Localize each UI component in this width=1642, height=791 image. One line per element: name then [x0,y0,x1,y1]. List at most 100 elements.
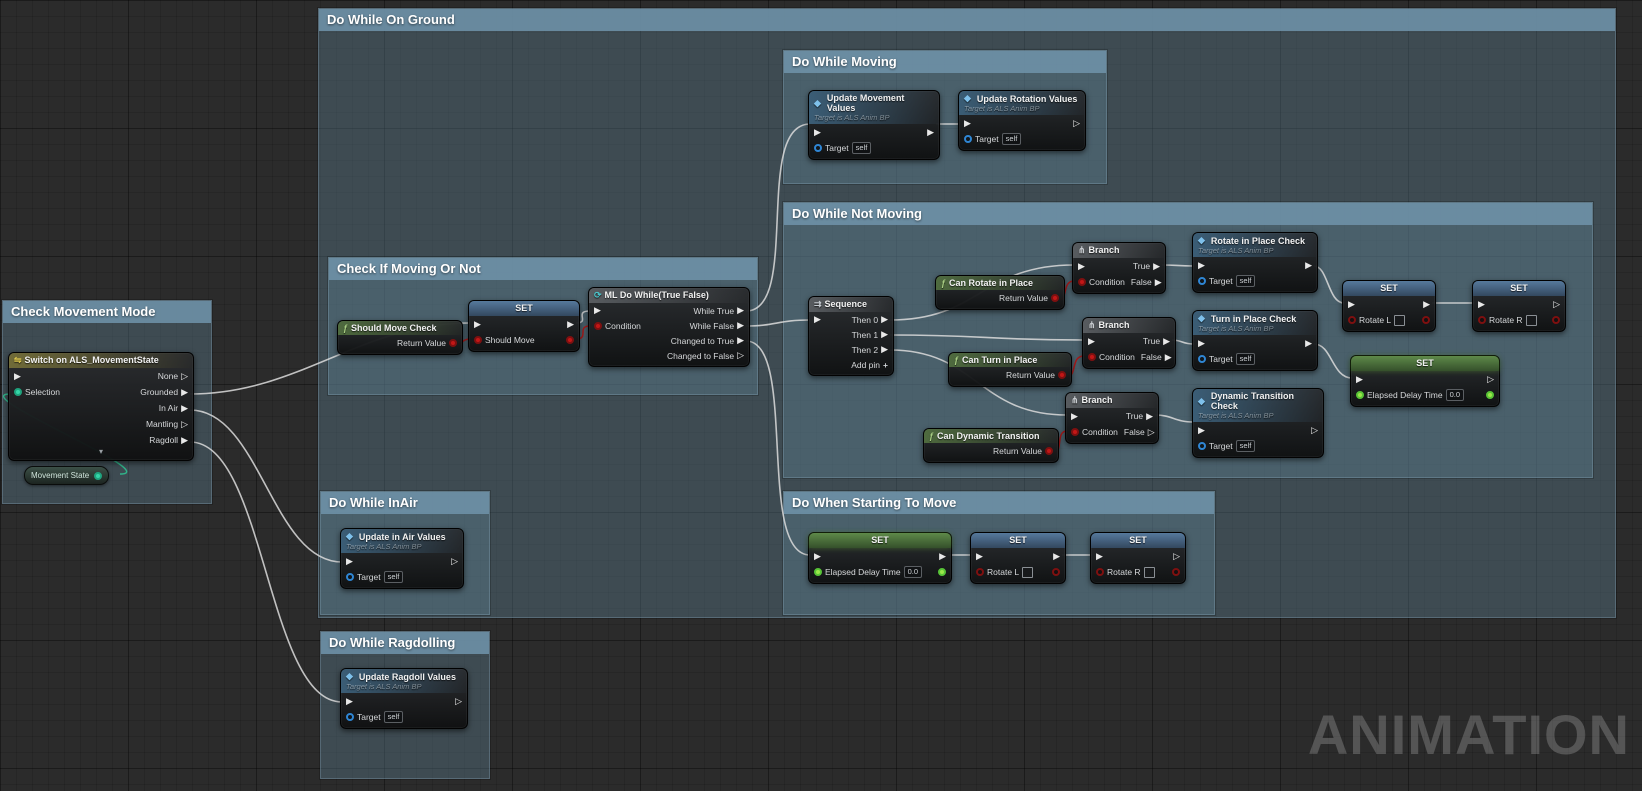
node-set-rotate-l-top[interactable]: SET ▶▶ Rotate L [1342,280,1436,332]
comment-title[interactable]: Check If Moving Or Not [329,258,757,280]
node-ml-do-while[interactable]: ⟳ML Do While(True False) ▶While True▶ Co… [588,287,750,367]
float-out-pin[interactable] [1486,391,1494,399]
while-true-pin[interactable]: ▶ [737,305,744,315]
true-pin[interactable]: ▶ [1153,260,1160,271]
bool-out-pin[interactable] [1552,316,1560,324]
target-pin[interactable] [1198,355,1206,363]
target-pin[interactable] [346,713,354,721]
exec-in-pin[interactable]: ▶ [814,126,821,137]
exec-in-pin[interactable]: ▶ [814,550,821,561]
condition-pin[interactable] [594,321,602,330]
true-pin[interactable]: ▶ [1146,410,1153,421]
comment-title[interactable]: Do While Not Moving [784,203,1592,225]
bool-out-pin[interactable] [566,336,574,344]
comment-title[interactable]: Do While Moving [784,51,1106,73]
false-pin[interactable]: ▷ [1147,426,1155,437]
float-value-box[interactable]: 0.0 [903,566,923,578]
target-value-box[interactable]: self [1235,353,1256,365]
condition-pin[interactable] [1078,278,1086,286]
exec-in-pin[interactable]: ▶ [1348,298,1355,309]
node-sequence[interactable]: ⇉Sequence ▶Then 0▶ Then 1▶ Then 2▶ Add p… [808,296,894,376]
target-pin[interactable] [1198,442,1206,450]
selection-pin[interactable] [14,388,22,396]
exec-out-pin[interactable]: ▶ [1053,550,1060,561]
comment-title[interactable]: Do While On Ground [319,9,1615,31]
exec-out-pin[interactable]: ▶ [939,550,946,561]
exec-in-pin[interactable]: ▶ [976,550,983,561]
exec-out-pin[interactable]: ▷ [1487,373,1494,384]
target-value-box[interactable]: self [851,142,872,154]
exec-out-pin[interactable]: ▶ [1423,298,1430,309]
node-set-should-move[interactable]: SET ▶▶ Should Move [468,300,580,352]
false-pin[interactable]: ▶ [1164,351,1172,362]
bool-in-pin[interactable] [1478,316,1486,324]
while-false-pin[interactable]: ▶ [737,320,744,330]
exec-in-pin[interactable]: ▶ [14,370,21,381]
bool-in-pin[interactable] [474,336,482,344]
add-pin-icon[interactable]: + [883,359,888,370]
checkbox[interactable] [1394,314,1406,326]
target-pin[interactable] [1198,277,1206,285]
exec-out-pin[interactable]: ▷ [451,555,458,566]
bool-in-pin[interactable] [1096,568,1104,576]
condition-pin[interactable] [1071,428,1079,436]
comment-title[interactable]: Do While Ragdolling [321,632,489,654]
node-movement-state-variable[interactable]: Movement State [24,466,110,485]
exec-in-pin[interactable]: ▶ [1078,260,1085,271]
then-2-pin[interactable]: ▶ [881,344,888,354]
node-switch-on-als-movementstate[interactable]: ⇋Switch on ALS_MovementState ▶None▷ Sele… [8,352,194,461]
node-set-rotate-r-top[interactable]: SET ▶▷ Rotate R [1472,280,1566,332]
exec-out-pin-none[interactable]: ▷ [181,370,188,381]
bool-in-pin[interactable] [1348,316,1356,324]
return-value-pin[interactable] [449,339,457,347]
true-pin[interactable]: ▶ [1163,335,1170,346]
target-value-box[interactable]: self [1235,440,1256,452]
changed-to-false-pin[interactable]: ▷ [737,350,744,360]
return-value-pin[interactable] [1045,447,1053,455]
checkbox[interactable] [1143,566,1155,578]
float-in-pin[interactable] [814,568,822,576]
exec-in-pin[interactable]: ▶ [1071,410,1078,421]
comment-title[interactable]: Do While InAir [321,492,489,514]
exec-in-pin[interactable]: ▶ [1478,298,1485,309]
exec-out-pin[interactable]: ▶ [927,126,934,137]
bool-out-pin[interactable] [1422,316,1430,324]
exec-out-pin-ragdoll[interactable]: ▶ [181,434,188,445]
exec-out-pin[interactable]: ▷ [455,695,462,706]
checkbox[interactable] [1525,314,1537,326]
exec-in-pin[interactable]: ▶ [1088,335,1095,346]
bool-out-pin[interactable] [1052,568,1060,576]
comment-title[interactable]: Do When Starting To Move [784,492,1214,514]
then-1-pin[interactable]: ▶ [881,329,888,339]
node-set-rotate-r-start[interactable]: SET ▶▷ Rotate R [1090,532,1186,584]
comment-title[interactable]: Check Movement Mode [3,301,211,323]
target-pin[interactable] [964,135,972,143]
return-value-pin[interactable] [1051,294,1059,302]
chevron-down-icon[interactable]: ▾ [98,447,103,456]
bool-out-pin[interactable] [1172,568,1180,576]
return-value-pin[interactable] [1058,371,1066,379]
exec-out-pin-in-air[interactable]: ▶ [181,402,188,413]
exec-in-pin[interactable]: ▶ [1198,259,1205,270]
exec-in-pin[interactable]: ▶ [1198,337,1205,348]
exec-in-pin[interactable]: ▶ [474,318,481,329]
float-out-pin[interactable] [938,568,946,576]
exec-out-pin[interactable]: ▷ [1173,550,1180,561]
changed-to-true-pin[interactable]: ▶ [737,335,744,345]
target-pin[interactable] [814,144,822,152]
then-0-pin[interactable]: ▶ [881,314,888,324]
target-value-box[interactable]: self [383,571,404,583]
